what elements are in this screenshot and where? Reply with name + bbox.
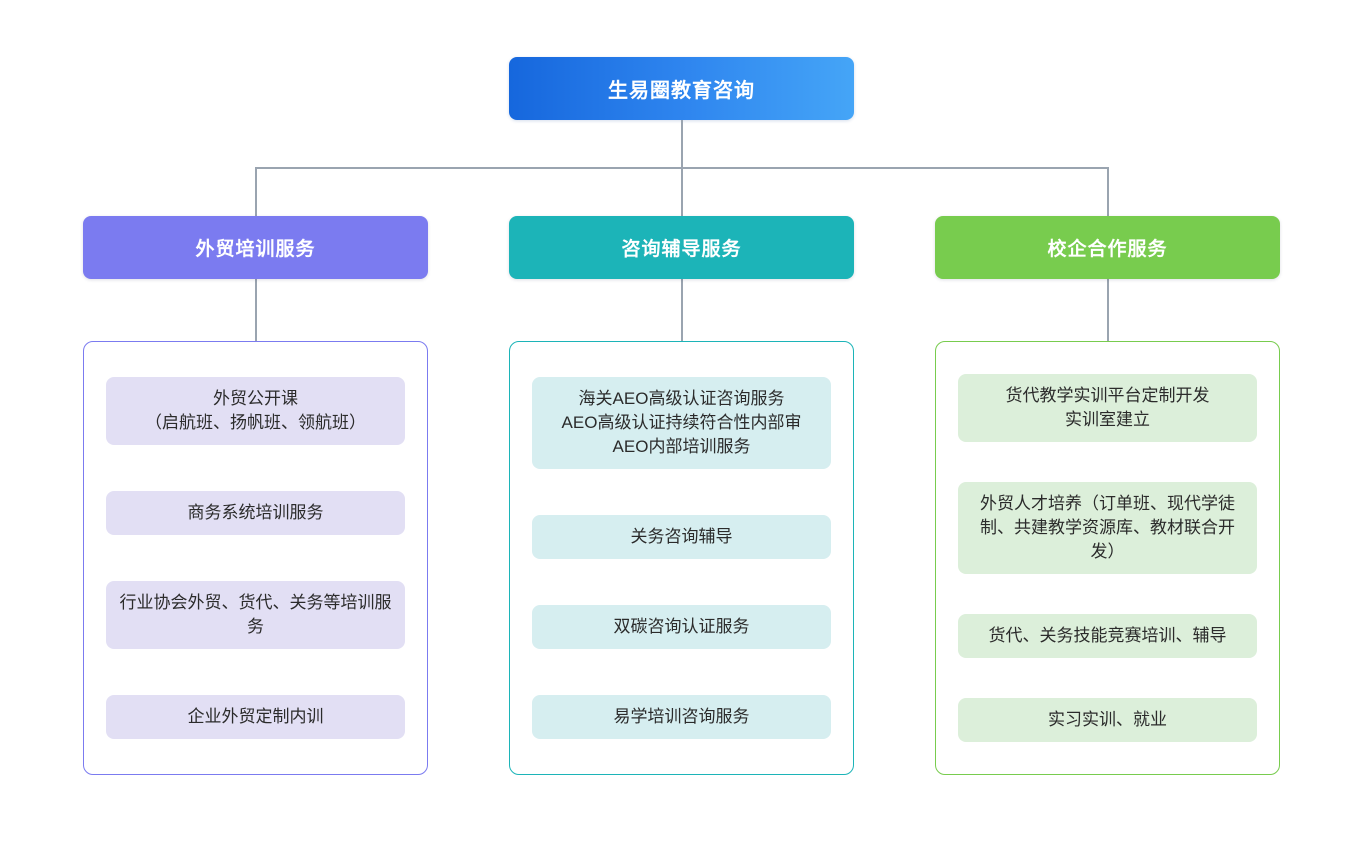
- branch-group-2: 海关AEO高级认证咨询服务 AEO高级认证持续符合性内部审 AEO内部培训服务 …: [509, 341, 854, 775]
- leaf-item[interactable]: 行业协会外贸、货代、关务等培训服务: [106, 580, 405, 650]
- leaf-item[interactable]: 易学培训咨询服务: [532, 694, 831, 740]
- branch-header-1-label: 外贸培训服务: [195, 239, 316, 260]
- connector-branch-1-to-group: [255, 279, 257, 341]
- connector-to-branch-3: [1107, 167, 1109, 216]
- leaf-item[interactable]: 外贸人才培养（订单班、现代学徒制、共建教学资源库、教材联合开发）: [958, 481, 1257, 575]
- branch-header-1[interactable]: 外贸培训服务: [83, 216, 428, 279]
- leaf-item[interactable]: 企业外贸定制内训: [106, 694, 405, 740]
- branch-group-1: 外贸公开课 （启航班、扬帆班、领航班） 商务系统培训服务 行业协会外贸、货代、关…: [83, 341, 428, 775]
- branch-column-3: 校企合作服务 货代教学实训平台定制开发 实训室建立 外贸人才培养（订单班、现代学…: [935, 216, 1280, 775]
- connector-root-stem: [681, 120, 683, 168]
- leaf-item[interactable]: 外贸公开课 （启航班、扬帆班、领航班）: [106, 376, 405, 446]
- leaf-item[interactable]: 实习实训、就业: [958, 697, 1257, 743]
- branch-header-2-label: 咨询辅导服务: [621, 239, 742, 260]
- connector-branch-2-to-group: [681, 279, 683, 341]
- leaf-item[interactable]: 货代教学实训平台定制开发 实训室建立: [958, 373, 1257, 443]
- connector-branch-3-to-group: [1107, 279, 1109, 341]
- branch-header-3[interactable]: 校企合作服务: [935, 216, 1280, 279]
- connector-to-branch-2: [681, 167, 683, 216]
- branch-header-2[interactable]: 咨询辅导服务: [509, 216, 854, 279]
- leaf-item[interactable]: 商务系统培训服务: [106, 490, 405, 536]
- root-node-label: 生易圈教育咨询: [608, 80, 755, 102]
- branch-column-2: 咨询辅导服务 海关AEO高级认证咨询服务 AEO高级认证持续符合性内部审 AEO…: [509, 216, 854, 775]
- leaf-item[interactable]: 货代、关务技能竞赛培训、辅导: [958, 614, 1257, 659]
- connector-to-branch-1: [255, 167, 257, 216]
- leaf-item[interactable]: 海关AEO高级认证咨询服务 AEO高级认证持续符合性内部审 AEO内部培训服务: [532, 376, 831, 470]
- leaf-item[interactable]: 关务咨询辅导: [532, 515, 831, 560]
- branch-header-3-label: 校企合作服务: [1047, 239, 1168, 260]
- branch-group-3: 货代教学实训平台定制开发 实训室建立 外贸人才培养（订单班、现代学徒制、共建教学…: [935, 341, 1280, 775]
- root-node[interactable]: 生易圈教育咨询: [509, 57, 854, 120]
- leaf-item[interactable]: 双碳咨询认证服务: [532, 605, 831, 650]
- branch-column-1: 外贸培训服务 外贸公开课 （启航班、扬帆班、领航班） 商务系统培训服务 行业协会…: [83, 216, 428, 775]
